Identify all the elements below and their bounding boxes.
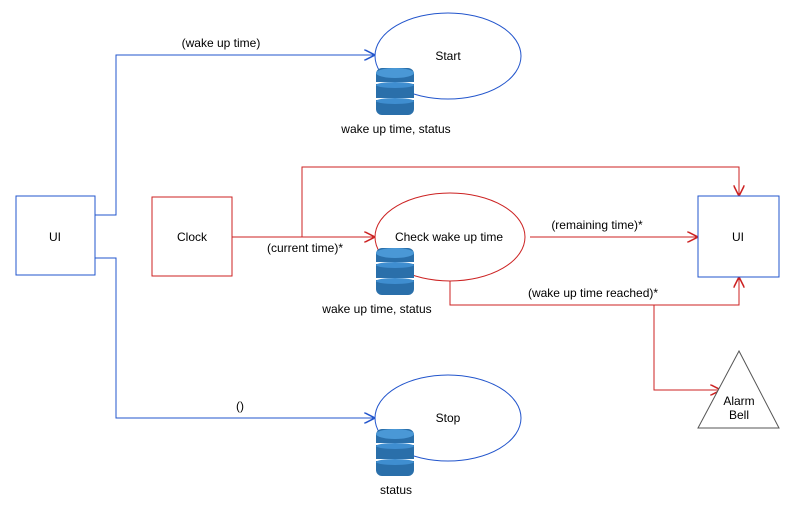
- flow-label-reached: (wake up time reached)*: [528, 286, 658, 300]
- ui-right-label: UI: [732, 230, 744, 244]
- ui-left-box: [15, 195, 96, 276]
- start-store-label: wake up time, status: [340, 122, 450, 136]
- database-icon: [376, 68, 414, 115]
- alarm-bell-triangle: [697, 349, 780, 429]
- flow-to-alarm-bell: [653, 305, 720, 390]
- check-store-label: wake up time, status: [321, 302, 431, 316]
- stop-store-label: status: [380, 483, 412, 497]
- database-icon: [376, 248, 414, 295]
- alarm-bell-label-2: Bell: [729, 408, 749, 422]
- check-label: Check wake up time: [395, 230, 503, 244]
- database-icon: [376, 429, 414, 476]
- start-label: Start: [435, 49, 461, 63]
- clock-label: Clock: [177, 230, 208, 244]
- ui-left-label: UI: [49, 230, 61, 244]
- stop-label: Stop: [436, 411, 461, 425]
- clock-box: [151, 196, 233, 277]
- flow-wake-up-reached: [449, 272, 739, 306]
- ui-right-box: [697, 195, 780, 278]
- flow-label-to-start: (wake up time): [182, 36, 261, 50]
- flow-ui-to-start: [95, 55, 374, 216]
- flow-label-to-stop: (): [236, 399, 244, 413]
- flow-clock-to-ui-top: [301, 166, 739, 237]
- alarm-bell-label-1: Alarm: [723, 394, 754, 408]
- flow-label-remaining: (remaining time)*: [551, 218, 643, 232]
- flow-label-to-check: (current time)*: [267, 241, 343, 255]
- flow-ui-to-stop: [95, 257, 374, 418]
